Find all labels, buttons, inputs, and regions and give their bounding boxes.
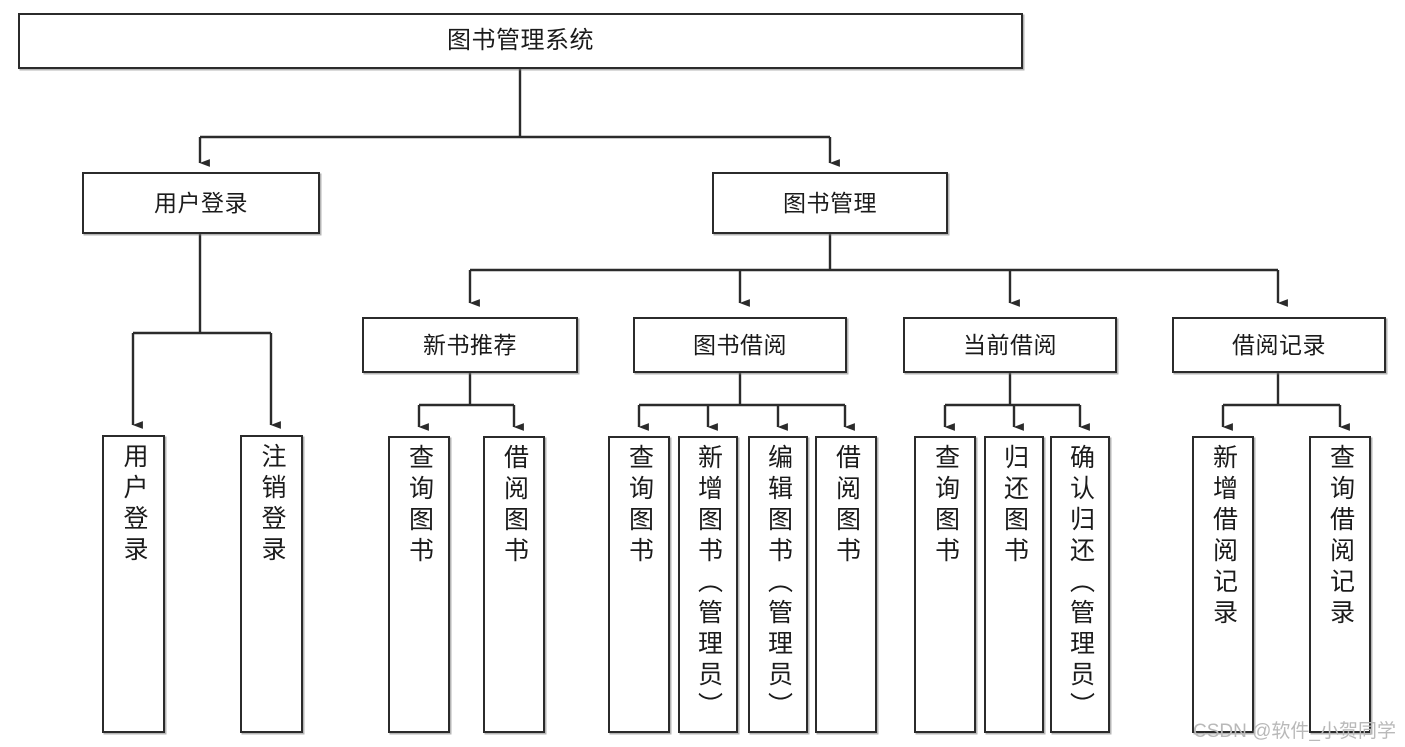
node-label: 注销登录 xyxy=(258,443,286,567)
node-leaf-query-book-2[interactable]: 查询图书 xyxy=(608,436,670,733)
node-borrow-record[interactable]: 借阅记录 xyxy=(1172,317,1386,373)
node-label: 查询借阅记录 xyxy=(1326,444,1355,630)
node-leaf-query-record[interactable]: 查询借阅记录 xyxy=(1309,436,1371,733)
edge-recommend-to-leaves xyxy=(417,373,524,431)
node-label: 借阅图书 xyxy=(500,444,529,568)
node-leaf-query-book-1[interactable]: 查询图书 xyxy=(388,436,450,733)
node-label: 用户登录 xyxy=(120,443,148,567)
node-label: 查询图书 xyxy=(931,444,960,568)
node-label: 编辑图书（管理员） xyxy=(764,444,793,723)
node-leaf-borrow-book-1[interactable]: 借阅图书 xyxy=(483,436,545,733)
node-label: 新增借阅记录 xyxy=(1209,444,1238,630)
edge-borrow-to-leaves xyxy=(637,373,855,431)
node-leaf-borrow-book-2[interactable]: 借阅图书 xyxy=(815,436,877,733)
node-label: 当前借阅 xyxy=(963,331,1057,358)
edge-current-to-leaves xyxy=(943,373,1090,431)
edge-root-to-level2 xyxy=(198,69,840,167)
node-label: 用户登录 xyxy=(154,189,248,216)
watermark-text: CSDN @软件_小贺同学 xyxy=(1193,721,1396,742)
node-user-login[interactable]: 用户登录 xyxy=(82,172,320,234)
node-label: 查询图书 xyxy=(405,444,434,568)
node-label: 归还图书 xyxy=(1000,444,1029,568)
node-label: 借阅图书 xyxy=(832,444,861,568)
node-leaf-add-book[interactable]: 新增图书（管理员） xyxy=(678,436,738,733)
node-current-borrow[interactable]: 当前借阅 xyxy=(903,317,1117,373)
node-leaf-edit-book[interactable]: 编辑图书（管理员） xyxy=(748,436,808,733)
node-leaf-query-book-3[interactable]: 查询图书 xyxy=(914,436,976,733)
node-book-management[interactable]: 图书管理 xyxy=(712,172,948,234)
node-label: 确认归还（管理员） xyxy=(1066,444,1095,723)
node-label: 新增图书（管理员） xyxy=(694,444,723,723)
node-leaf-return-book[interactable]: 归还图书 xyxy=(984,436,1044,733)
node-leaf-user-login[interactable]: 用户登录 xyxy=(102,435,165,733)
node-label: 借阅记录 xyxy=(1232,331,1326,358)
node-label: 图书借阅 xyxy=(693,331,787,358)
node-root-system[interactable]: 图书管理系统 xyxy=(18,13,1023,69)
node-leaf-add-record[interactable]: 新增借阅记录 xyxy=(1192,436,1254,733)
node-leaf-confirm-return[interactable]: 确认归还（管理员） xyxy=(1050,436,1110,733)
node-label: 图书管理系统 xyxy=(447,27,594,55)
edge-record-to-leaves xyxy=(1221,373,1350,431)
node-label: 图书管理 xyxy=(783,189,877,216)
node-label: 新书推荐 xyxy=(423,331,517,358)
node-book-borrow[interactable]: 图书借阅 xyxy=(633,317,847,373)
node-leaf-logout[interactable]: 注销登录 xyxy=(240,435,303,733)
node-new-book-recommend[interactable]: 新书推荐 xyxy=(362,317,578,373)
edge-bookmgmt-to-level3 xyxy=(468,234,1288,307)
edge-userlogin-to-leaves xyxy=(131,234,281,429)
node-label: 查询图书 xyxy=(625,444,654,568)
